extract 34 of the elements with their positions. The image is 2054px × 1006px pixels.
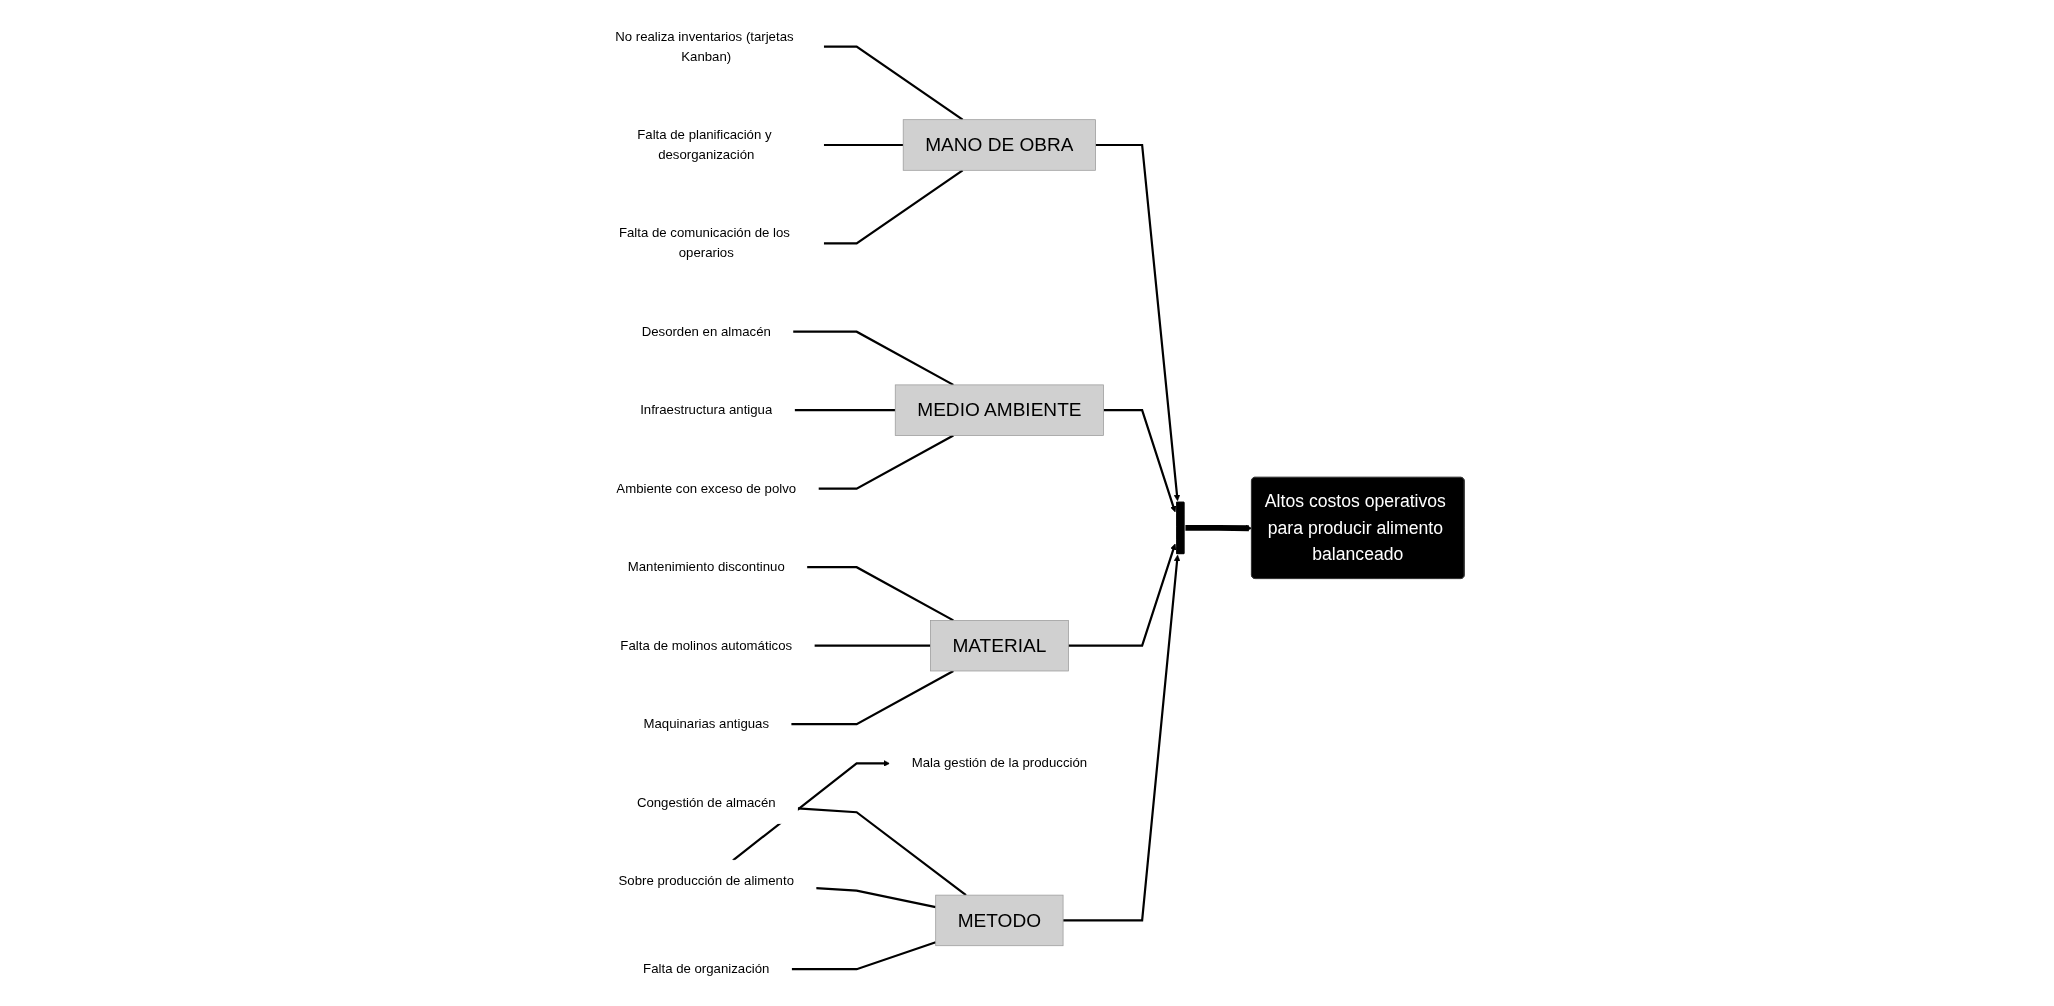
node-box: MEDIO AMBIENTE (895, 384, 1105, 436)
node-box: MATERIAL (930, 620, 1070, 672)
connector (824, 45, 964, 121)
node-text: Falta de planificación y desorganización (637, 127, 773, 162)
connector (794, 409, 896, 412)
node-text: Maquinarias antiguas (643, 716, 770, 732)
node-text: Mantenimiento discontinuo (628, 559, 786, 575)
node-text: Mala gestión de la producción (912, 755, 1088, 771)
arrow (732, 760, 891, 862)
node-text: No realiza inventarios (tarjetas Kanban) (615, 29, 795, 64)
node-text: Ambiente con exceso de polvo (616, 480, 797, 496)
connector (791, 670, 955, 726)
arrow (1063, 554, 1181, 922)
connector (791, 941, 937, 971)
node-text: Falta de organización (643, 961, 770, 977)
connector (793, 330, 955, 386)
connector (824, 143, 904, 147)
connector (814, 644, 931, 647)
node-box: MANO DE OBRA (903, 119, 1097, 171)
connector (816, 887, 937, 909)
arrow (1185, 525, 1253, 532)
node-text: Sobre producción de alimento (618, 873, 795, 889)
arrow (1104, 409, 1177, 513)
connector (798, 807, 968, 896)
node-text: Falta de comunicación de los operarios (619, 225, 791, 261)
node-text: Desorden en almacén (642, 323, 772, 339)
connector (818, 434, 955, 490)
arrow (1096, 143, 1181, 502)
arrow (1068, 543, 1177, 647)
node-box: METODO (935, 894, 1064, 947)
connector (824, 169, 964, 245)
node-text: Falta de molinos automáticos (620, 637, 793, 653)
node-text: Infraestructura antigua (640, 402, 773, 418)
connector (807, 566, 955, 622)
